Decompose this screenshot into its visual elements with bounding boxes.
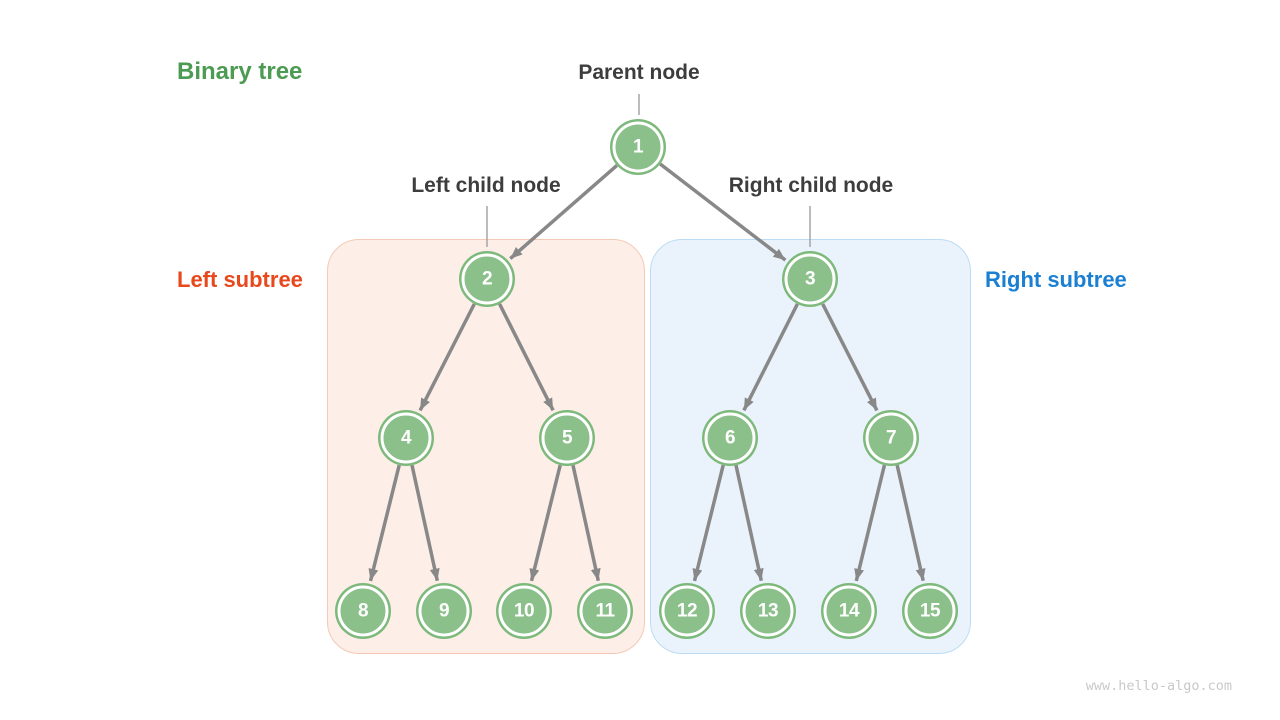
tree-node-13: 13 [742, 585, 794, 637]
tree-node-5: 5 [541, 412, 593, 464]
tree-node-15: 15 [904, 585, 956, 637]
tree-node-2: 2 [461, 253, 513, 305]
tree-node-7: 7 [865, 412, 917, 464]
figure-title: Binary tree [177, 58, 303, 85]
tree-node-12: 12 [661, 585, 713, 637]
tree-node-3: 3 [784, 253, 836, 305]
watermark: www.hello-algo.com [1085, 678, 1232, 694]
left-child-node-label: Left child node [411, 174, 561, 197]
tree-node-9: 9 [418, 585, 470, 637]
tree-node-6: 6 [704, 412, 756, 464]
tree-node-4: 4 [380, 412, 432, 464]
tree-node-14: 14 [823, 585, 875, 637]
tree-node-10: 10 [498, 585, 550, 637]
left-subtree-label: Left subtree [177, 267, 303, 292]
tree-node-1: 1 [612, 121, 664, 173]
right-child-node-label: Right child node [728, 174, 894, 197]
right-subtree-label: Right subtree [985, 267, 1127, 292]
left-subtree-box [327, 239, 645, 654]
parent-node-label: Parent node [578, 61, 700, 84]
right-subtree-box [650, 239, 971, 654]
tree-node-11: 11 [579, 585, 631, 637]
annotation-pointer-lines [486, 94, 811, 247]
tree-node-8: 8 [337, 585, 389, 637]
